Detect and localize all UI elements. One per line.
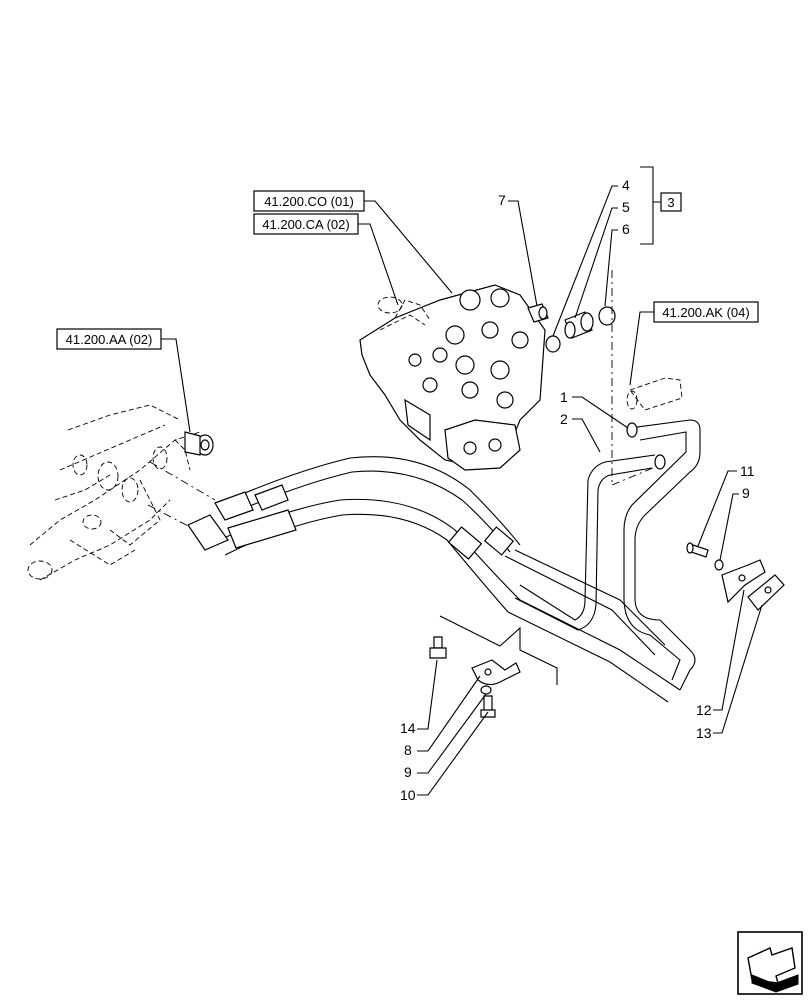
callout-11: 11 — [740, 463, 755, 479]
bracket-3 — [640, 166, 661, 245]
ref-box-co[interactable]: 41.200.CO (01) — [253, 190, 365, 212]
o-ring-5 — [545, 335, 561, 353]
centerline-steering-2 — [611, 464, 661, 486]
lead-10 — [417, 711, 489, 796]
lead-4 — [552, 185, 618, 337]
clamp-8 — [471, 659, 521, 686]
washer-9-upper — [714, 559, 724, 571]
ref-ak-label: 41.200.AK (04) — [662, 305, 749, 320]
ref-box-3: 3 — [660, 192, 682, 212]
callout-13: 13 — [696, 725, 712, 741]
axle-port-fitting — [184, 431, 214, 456]
callout-1: 1 — [560, 389, 568, 405]
lead-9-upper — [719, 493, 739, 561]
callout-14: 14 — [400, 720, 416, 736]
pipe-2 — [514, 454, 666, 631]
washer-9-lower — [480, 685, 492, 695]
lead-1 — [572, 396, 629, 429]
callout-10: 10 — [400, 787, 416, 803]
callout-5: 5 — [622, 199, 630, 215]
lead-2 — [572, 418, 601, 453]
ak-fitting-ghost — [626, 377, 683, 411]
lead-6 — [604, 229, 618, 307]
lead-7 — [508, 200, 538, 307]
lead-5 — [574, 207, 618, 319]
lower-group-bracket-line — [439, 615, 558, 685]
callout-6: 6 — [622, 221, 630, 237]
lead-8 — [417, 675, 481, 752]
callout-4: 4 — [622, 177, 630, 193]
lead-ca — [358, 223, 399, 306]
ref-ca-label: 41.200.CA (02) — [262, 217, 349, 232]
bolt-11 — [686, 542, 709, 558]
lead-14 — [417, 659, 438, 730]
callout-12: 12 — [696, 702, 712, 718]
o-ring-6 — [598, 306, 616, 326]
grease-nipple-14 — [429, 636, 447, 659]
hose-upper — [214, 456, 666, 656]
lead-13 — [713, 604, 763, 734]
lead-12 — [713, 589, 745, 711]
lead-aa — [161, 338, 191, 433]
rubber-pad-13 — [747, 574, 785, 611]
ref-co-label: 41.200.CO (01) — [264, 194, 354, 209]
bolt-10 — [480, 695, 496, 718]
hose-lower — [187, 498, 681, 703]
ref-box-ca[interactable]: 41.200.CA (02) — [253, 213, 359, 235]
callout-7: 7 — [498, 192, 506, 208]
lead-ak — [629, 311, 654, 386]
lead-11 — [697, 470, 737, 547]
callout-8: 8 — [404, 742, 412, 758]
lead-9-lower — [417, 693, 487, 774]
clamp-12 — [721, 559, 766, 604]
callout-2: 2 — [560, 411, 568, 427]
callout-3-label: 3 — [667, 195, 674, 210]
lead-co — [364, 200, 453, 294]
ref-box-ak[interactable]: 41.200.AK (04) — [653, 301, 759, 323]
callout-9-upper: 9 — [742, 485, 750, 501]
ref-aa-label: 41.200.AA (02) — [66, 332, 153, 347]
pipe-1 — [623, 419, 701, 691]
axle-ghost — [27, 404, 201, 581]
adapter-4 — [564, 311, 594, 339]
centerline-axle-upper — [149, 461, 216, 501]
next-page-arrow-icon[interactable] — [737, 931, 803, 995]
ref-box-aa[interactable]: 41.200.AA (02) — [56, 328, 162, 350]
steering-unit — [359, 284, 546, 471]
callout-9-lower: 9 — [404, 764, 412, 780]
centerline-axle-lower — [147, 504, 193, 529]
